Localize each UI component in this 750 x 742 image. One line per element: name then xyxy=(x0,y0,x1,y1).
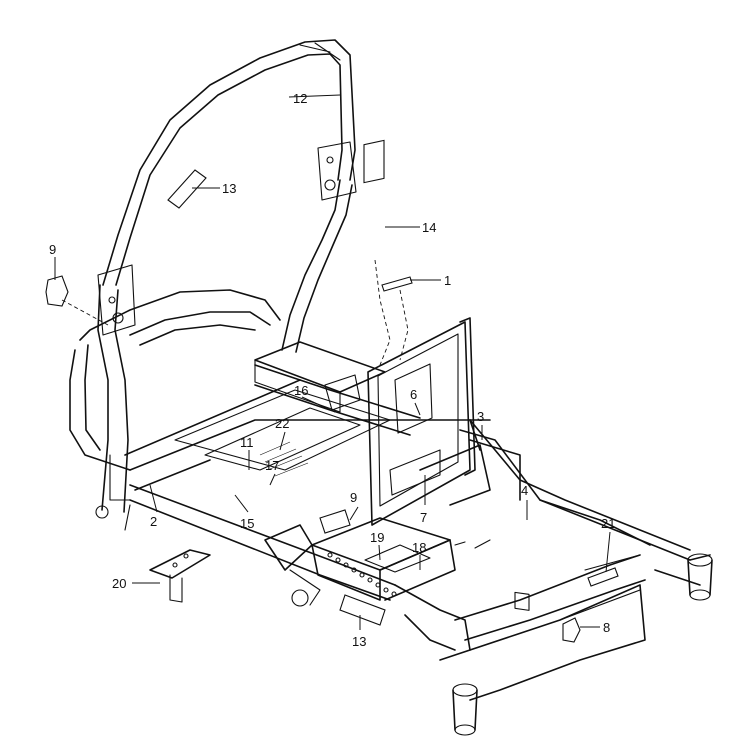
decal-1 xyxy=(381,276,413,292)
bracket-20 xyxy=(149,549,211,603)
rops-decal-upper xyxy=(167,169,207,209)
callout-11: 11 xyxy=(240,435,254,450)
callout-3: 3 xyxy=(477,409,484,424)
leader-lines xyxy=(54,94,611,630)
front-axle xyxy=(264,524,321,607)
floor-panel xyxy=(174,389,391,477)
callout-2: 2 xyxy=(150,514,157,529)
callout-12: 12 xyxy=(293,91,307,106)
callout-22: 22 xyxy=(275,416,289,431)
rops-roll-bar xyxy=(95,39,356,519)
callout-6: 6 xyxy=(410,387,417,402)
decal-9-left xyxy=(45,275,69,307)
decal-14 xyxy=(363,139,385,184)
callout-9-lower: 9 xyxy=(350,490,357,505)
seat-mount-plate xyxy=(367,317,476,526)
decal-8 xyxy=(562,617,581,643)
callout-14: 14 xyxy=(422,220,436,235)
callout-15: 15 xyxy=(240,516,254,531)
callout-8: 8 xyxy=(603,620,610,635)
callout-9-left: 9 xyxy=(49,242,56,257)
caster-right xyxy=(687,553,713,601)
callout-17: 17 xyxy=(265,458,279,473)
callout-21: 21 xyxy=(601,516,615,531)
caster-left xyxy=(452,683,478,736)
callout-1: 1 xyxy=(444,273,451,288)
decal-21 xyxy=(587,567,619,587)
front-bumper xyxy=(439,554,646,701)
callout-19: 19 xyxy=(370,530,384,545)
callout-20: 20 xyxy=(112,576,126,591)
callout-18: 18 xyxy=(412,540,426,555)
rops-decal-lower xyxy=(339,594,386,626)
callout-7: 7 xyxy=(420,510,427,525)
callout-4: 4 xyxy=(521,483,528,498)
rops-bracket-right xyxy=(317,141,357,201)
rear-frame xyxy=(454,419,530,611)
callout-13-upper: 13 xyxy=(222,181,236,196)
decal-9-lower xyxy=(319,509,351,534)
step-plate xyxy=(311,517,456,601)
step-holes xyxy=(327,552,397,597)
callout-13-lower: 13 xyxy=(352,634,366,649)
callout-16: 16 xyxy=(294,383,308,398)
